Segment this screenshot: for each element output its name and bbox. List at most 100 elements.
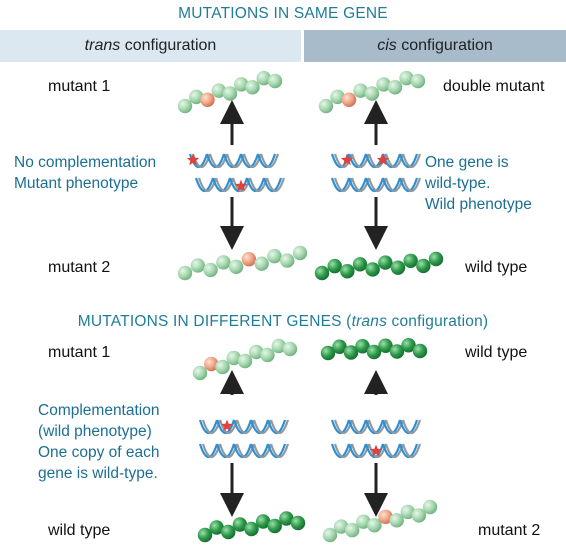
mutation-site-bead [378, 509, 393, 524]
wild-type-text: wild-type. [425, 175, 491, 192]
protein-bead [256, 70, 271, 86]
protein-bead [226, 350, 241, 366]
dna-strand [330, 443, 351, 459]
dna-strand [198, 419, 219, 435]
mutation-site-bead [241, 252, 257, 267]
dna-strand [398, 177, 419, 193]
protein-bead [249, 344, 264, 360]
protein-bead [387, 80, 403, 95]
protein-bead [254, 256, 269, 271]
dna-strand [232, 419, 253, 435]
diff-right-dna-lower [330, 443, 422, 459]
trans-dna-lower [194, 177, 286, 193]
diff-left-mutation-star [220, 419, 234, 432]
mutation-site-bead [204, 356, 219, 372]
dna-strand [222, 153, 243, 169]
protein-bead [355, 339, 370, 354]
diff-left-dna-upper [198, 419, 290, 435]
protein-bead [282, 341, 298, 357]
protein-bead [367, 518, 382, 533]
dna-strand [269, 443, 290, 459]
protein-bead [216, 255, 231, 270]
dna-strand [269, 419, 290, 435]
different-genes-title: MUTATIONS IN DIFFERENT GENES (trans conf… [0, 313, 566, 331]
diff-mutant1-protein [192, 338, 298, 381]
protein-bead [320, 345, 336, 361]
dna-strand [401, 419, 422, 435]
cis-double-mutant-label: double mutant [443, 78, 545, 95]
dna-strand [262, 177, 283, 193]
protein-bead [314, 265, 330, 281]
dna-strand [364, 443, 385, 459]
dna-strand [194, 177, 215, 193]
protein-bead [271, 338, 286, 354]
dna-strand [381, 177, 402, 193]
protein-bead [221, 524, 236, 540]
protein-bead [211, 83, 226, 98]
dna-strand [364, 419, 385, 435]
diff-mutant1-label: mutant 1 [48, 344, 111, 361]
dna-strand [398, 153, 419, 169]
dna-strand [330, 177, 351, 193]
mutation-site-bead [341, 92, 357, 107]
trans-mutant1-label: mutant 1 [48, 78, 111, 95]
protein-bead [411, 508, 427, 523]
protein-bead [260, 347, 275, 363]
protein-bead [376, 77, 391, 92]
protein-bead [292, 245, 308, 261]
diff-right-mutation-star [369, 444, 383, 457]
protein-bead [267, 518, 282, 534]
dna-strand [330, 419, 351, 435]
protein-bead [222, 86, 238, 101]
cis-wild-type-protein [314, 251, 444, 281]
protein-bead [389, 344, 405, 359]
dna-strand [211, 177, 232, 193]
dna-strand [381, 419, 402, 435]
protein-bead [400, 504, 415, 520]
dna-strand [266, 443, 287, 459]
protein-bead [177, 98, 193, 114]
trans-header-rest: configuration [120, 37, 217, 54]
cis-mutation-star-1 [340, 153, 354, 166]
protein-bead [390, 260, 406, 275]
dna-strand [266, 419, 287, 435]
protein-bead [343, 345, 359, 360]
wild-phenotype-text: Wild phenotype [425, 196, 532, 213]
diff-mutant2-protein [322, 499, 438, 543]
diff-wild-type-right-label: wild type [465, 344, 528, 361]
dna-strand [401, 153, 422, 169]
protein-bead [353, 83, 368, 98]
dna-strand [401, 177, 422, 193]
protein-bead [267, 248, 282, 264]
dna-strand [347, 153, 368, 169]
dna-strand [364, 177, 385, 193]
protein-bead [192, 365, 208, 381]
protein-bead [322, 527, 338, 543]
protein-bead [410, 73, 426, 89]
diff-left-dna-lower [198, 443, 290, 459]
protein-bead [279, 511, 294, 526]
trans-mutation-star-1 [186, 153, 200, 166]
wild-phenotype-paren-text: (wild phenotype) [38, 423, 152, 440]
protein-bead [244, 521, 259, 537]
dna-strand [232, 443, 253, 459]
protein-bead [399, 70, 414, 86]
complementation-note: Complementation (wild phenotype) One cop… [38, 400, 160, 484]
cis-wild-type-label: wild type [465, 259, 528, 276]
protein-bead [177, 265, 193, 281]
protein-bead [327, 258, 342, 274]
protein-bead [232, 517, 248, 532]
protein-bead [330, 89, 345, 105]
protein-bead [190, 258, 205, 273]
trans-mutation-star-2 [234, 179, 248, 192]
protein-bead [416, 258, 431, 274]
dna-strand [228, 177, 249, 193]
mutant-phenotype-text: Mutant phenotype [14, 175, 139, 192]
cis-header-rest: configuration [396, 37, 493, 54]
diff-mutant2-label: mutant 2 [478, 522, 541, 539]
protein-bead [412, 343, 428, 359]
dna-strand [215, 419, 236, 435]
diff-title-prefix: MUTATIONS IN DIFFERENT GENES ( [77, 313, 352, 330]
dna-strand [401, 443, 422, 459]
dna-strand [215, 443, 236, 459]
